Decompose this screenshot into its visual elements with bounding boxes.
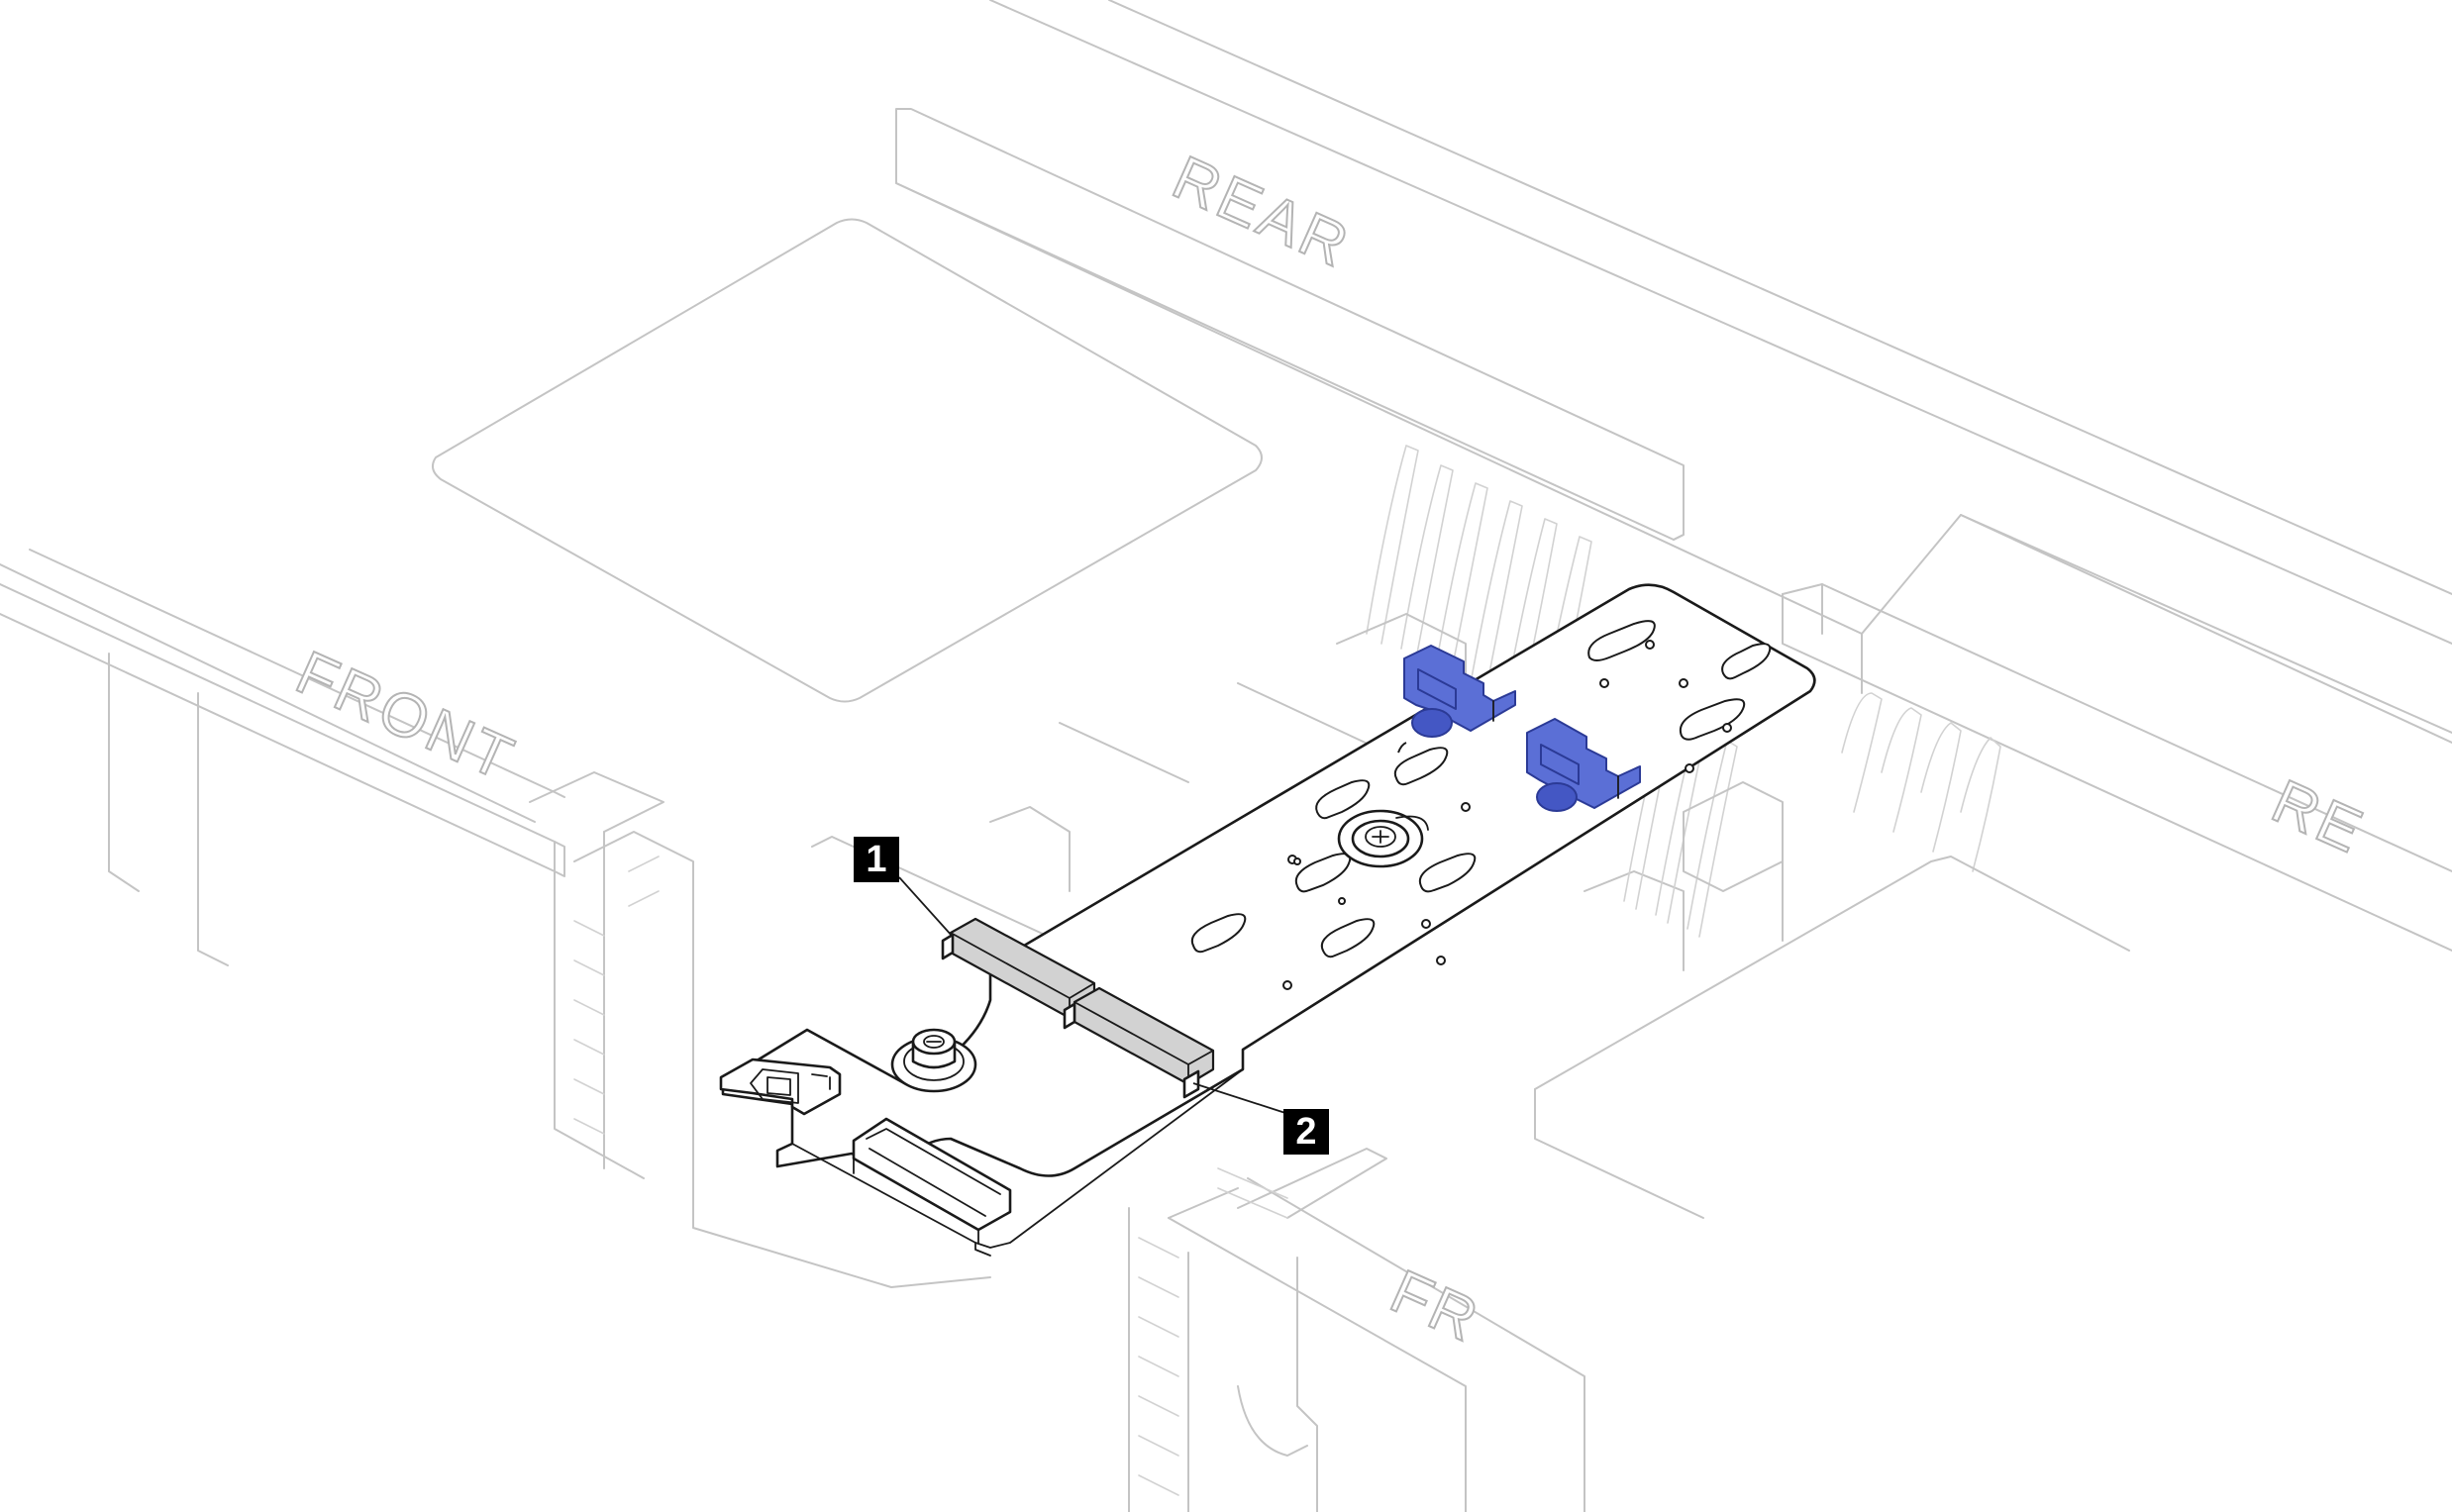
- callout-1: 1: [854, 837, 954, 938]
- callout-2-badge: [1283, 1109, 1329, 1155]
- front-label: FRONT: [286, 639, 525, 795]
- card-edge-connector: [852, 1117, 1012, 1245]
- callout-1-number: 1: [866, 839, 886, 880]
- front-left-slats: [573, 856, 660, 1135]
- callout-1-leader: [898, 876, 954, 938]
- rear-label: REAR: [1163, 144, 1361, 282]
- orientation-labels: REAR FRONT RE FR: [285, 143, 2376, 1358]
- m2-slot-2: [1063, 986, 1215, 1099]
- backplane-holes: [1282, 640, 1732, 990]
- backplane-screw: [1337, 809, 1429, 868]
- rear-right-label: RE: [2262, 767, 2375, 867]
- callout-2-number: 2: [1295, 1111, 1316, 1153]
- callout-1-badge: [854, 837, 899, 882]
- right-fins: [1623, 692, 2001, 938]
- backplane-slots: [1190, 620, 1772, 958]
- m2-backplane: [719, 583, 1816, 1257]
- retainer-latch-a: [1403, 645, 1516, 738]
- front-right-label: FR: [1380, 1258, 1490, 1357]
- callout-2-leader: [1192, 1082, 1286, 1114]
- front-right-slats: [1138, 1167, 1288, 1496]
- board-standoff: [890, 1028, 977, 1093]
- callout-2: 2: [1192, 1082, 1329, 1155]
- power-connector: [719, 1058, 842, 1116]
- retainer-latch-b: [1526, 718, 1641, 812]
